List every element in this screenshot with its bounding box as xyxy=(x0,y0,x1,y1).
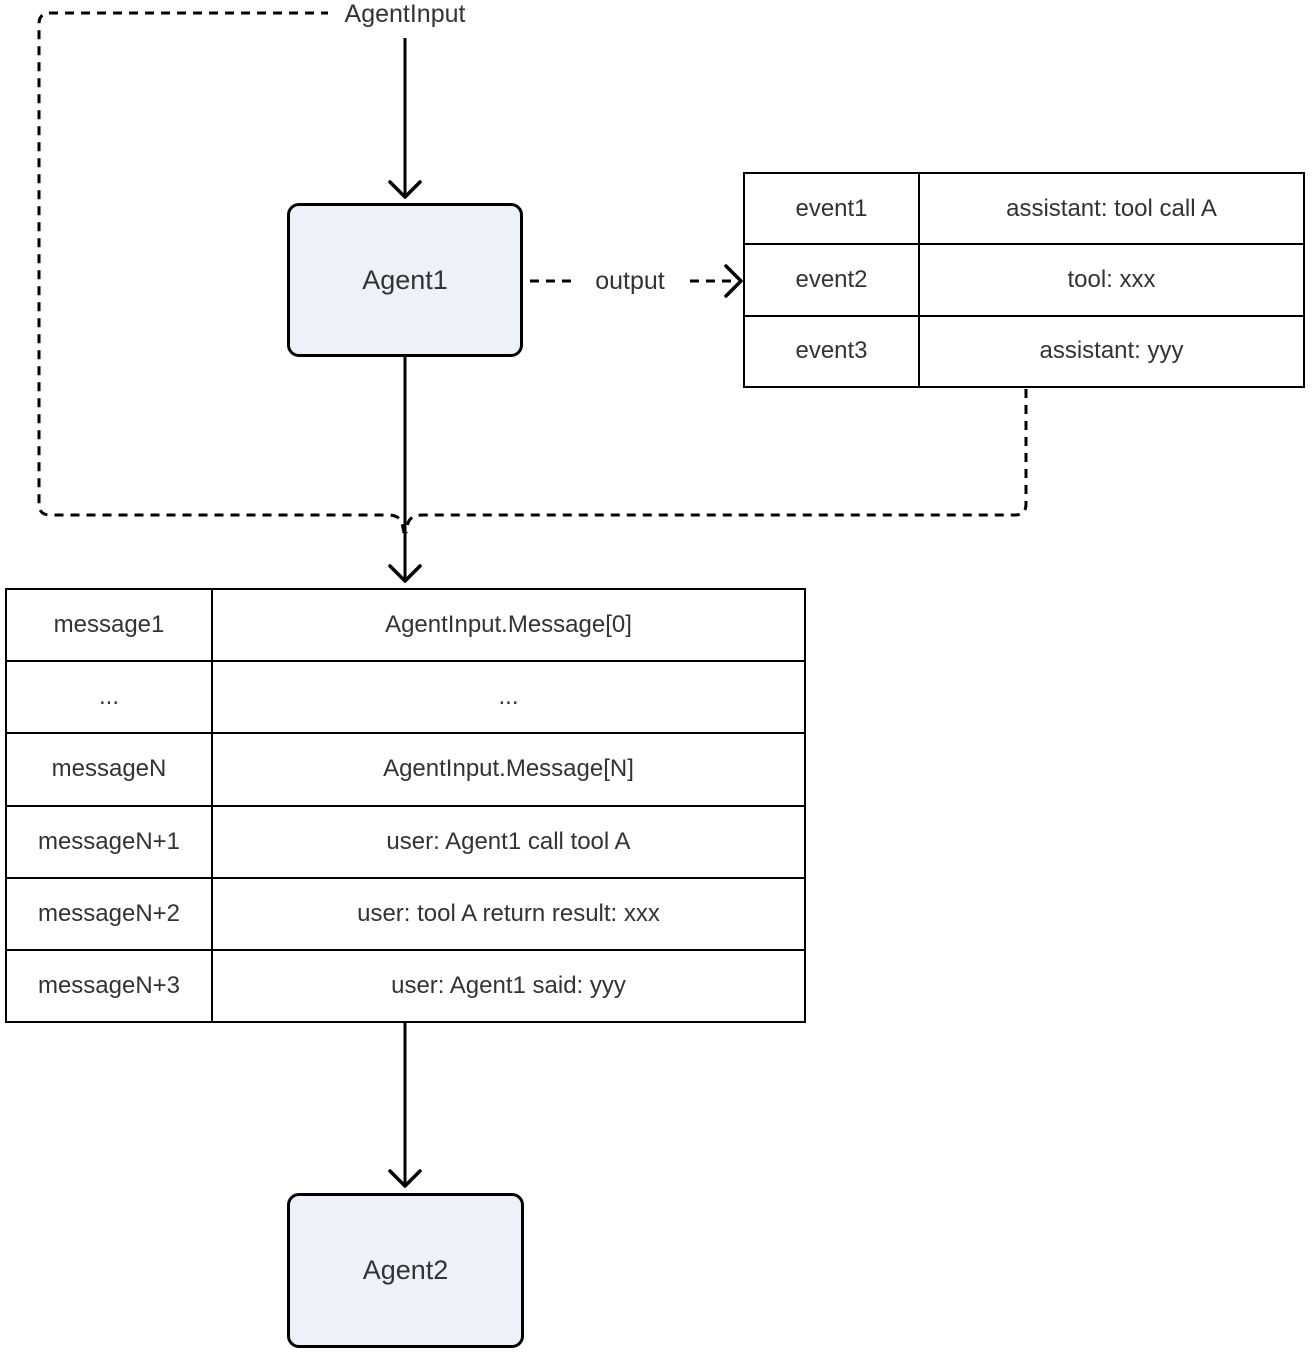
row-value-cell: user: Agent1 said: yyy xyxy=(391,971,626,999)
row-value-cell: assistant: yyy xyxy=(1039,337,1184,365)
row-key-cell: messageN+3 xyxy=(7,950,213,1022)
row-value-cell: user: tool A return result: xxx xyxy=(357,899,660,927)
row-value-cell: AgentInput.Message[N] xyxy=(383,755,634,783)
edge-label-output: output xyxy=(576,266,684,296)
node-agent2: Agent2 xyxy=(287,1193,524,1348)
node-agent2-label: Agent2 xyxy=(362,1255,449,1285)
row-value-cell: tool: xxx xyxy=(1067,265,1156,293)
arrowhead-messages-to-agent2 xyxy=(388,1169,422,1188)
node-agent1: Agent1 xyxy=(287,203,523,357)
row-value-cell: user: Agent1 call tool A xyxy=(386,827,631,855)
table-row: messageN+3 user: Agent1 said: yyy xyxy=(7,948,804,1022)
node-agent1-label: Agent1 xyxy=(362,264,448,295)
table-row: ... ... xyxy=(7,660,804,733)
row-key-cell: ... xyxy=(7,662,213,733)
row-value-cell: AgentInput.Message[0] xyxy=(385,611,632,639)
table-row: messageN AgentInput.Message[N] xyxy=(7,732,804,805)
row-key-cell: event1 xyxy=(745,174,920,244)
table-row: messageN+1 user: Agent1 call tool A xyxy=(7,804,804,877)
row-key-cell: messageN xyxy=(7,734,213,805)
table-row: message1 AgentInput.Message[0] xyxy=(7,590,804,661)
events-table: event1 assistant: tool call A event2 too… xyxy=(743,172,1305,388)
messages-table: message1 AgentInput.Message[0] ... ... m… xyxy=(5,588,806,1023)
row-key-cell: messageN+2 xyxy=(7,878,213,949)
row-key-cell: event3 xyxy=(745,316,920,386)
table-row: messageN+2 user: tool A return result: x… xyxy=(7,876,804,949)
table-row: event2 tool: xxx xyxy=(745,243,1303,315)
table-row: event1 assistant: tool call A xyxy=(745,174,1303,244)
row-key-cell: messageN+1 xyxy=(7,806,213,877)
row-key-cell: message1 xyxy=(7,590,213,661)
arrowhead-agentinput-to-agent1 xyxy=(388,180,422,199)
edge-label-agentinput: AgentInput xyxy=(328,0,482,28)
arrowhead-output xyxy=(724,264,743,298)
arrowhead-agent1-to-messages xyxy=(388,564,422,583)
dashed-loop-agentinput xyxy=(37,11,406,534)
row-value-cell: assistant: tool call A xyxy=(1006,194,1217,222)
row-key-cell: event2 xyxy=(745,245,920,315)
table-row: event3 assistant: yyy xyxy=(745,314,1303,386)
row-value-cell: ... xyxy=(498,683,519,711)
dashed-loop-events xyxy=(404,389,1028,534)
